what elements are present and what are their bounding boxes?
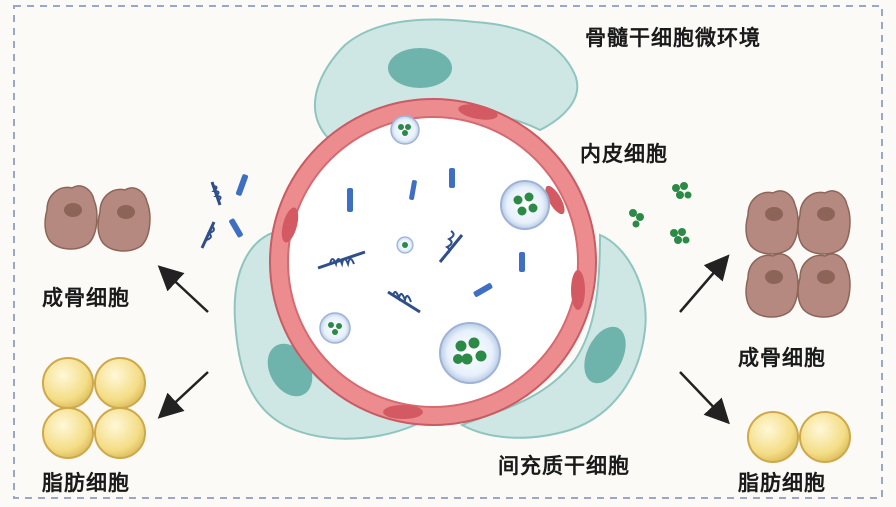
msc-nucleus-right: [584, 326, 626, 384]
endothelial-nucleus: [545, 185, 565, 215]
extracellular-vesicle-icon: [500, 180, 550, 230]
osteoblast-cell-icon: [797, 253, 851, 318]
adipocyte-cell-icon: [42, 407, 94, 459]
vesicle-cluster-icon: [629, 182, 692, 244]
label-mesenchymal-stem-cell: 间充质干细胞: [498, 454, 630, 478]
osteoblast-cell-icon: [745, 190, 799, 255]
frame-border: [13, 5, 883, 499]
antibody-icon: [235, 174, 249, 196]
msc-nucleus-top: [388, 48, 452, 88]
endothelial-nucleus: [458, 104, 498, 120]
msc-cell-right: [459, 233, 647, 439]
osteoblast-cell-icon: [97, 187, 151, 252]
adipocyte-cell-icon: [42, 357, 94, 409]
antibody-icon: [229, 218, 243, 238]
antibody-icon: [347, 188, 353, 212]
endothelial-nucleus: [571, 270, 585, 310]
label-osteoblast-right: 成骨细胞: [738, 346, 826, 370]
osteoblast-cell-icon: [745, 253, 799, 318]
arrow-icon: [157, 265, 209, 313]
adipocyte-cell-icon: [94, 357, 146, 409]
endothelial-nucleus: [383, 405, 423, 419]
osteoblast-cell-icon: [797, 190, 851, 255]
osteoblast-cell-icon: [44, 185, 98, 250]
mrna-strand-icon: [200, 221, 216, 249]
mrna-strand-icon: [438, 230, 464, 263]
extracellular-vesicle-icon: [439, 322, 501, 384]
label-osteoblast-left: 成骨细胞: [42, 286, 130, 310]
endothelial-vessel: [269, 98, 597, 426]
adipocyte-cell-icon: [94, 407, 146, 459]
label-endothelial-cell: 内皮细胞: [580, 142, 668, 166]
endothelial-nucleus: [281, 207, 299, 243]
arrow-icon: [679, 254, 730, 313]
mrna-strand-icon: [210, 181, 222, 206]
arrow-icon: [679, 371, 730, 425]
adipocyte-cell-icon: [747, 411, 799, 463]
extracellular-vesicle-icon: [390, 115, 420, 145]
arrow-icon: [157, 371, 209, 419]
antibody-icon: [473, 283, 493, 297]
antibody-icon: [449, 168, 455, 188]
label-bone-marrow-niche: 骨髓干细胞微环境: [585, 26, 761, 50]
label-adipocyte-right: 脂肪细胞: [738, 471, 826, 495]
extracellular-vesicle-icon: [396, 236, 414, 254]
mrna-strand-icon: [387, 290, 421, 314]
adipocyte-cell-icon: [799, 411, 851, 463]
extracellular-vesicle-icon: [319, 312, 351, 344]
antibody-icon: [519, 252, 525, 272]
mrna-strand-icon: [317, 250, 366, 270]
label-adipocyte-left: 脂肪细胞: [42, 471, 130, 495]
antibody-icon: [409, 180, 417, 200]
